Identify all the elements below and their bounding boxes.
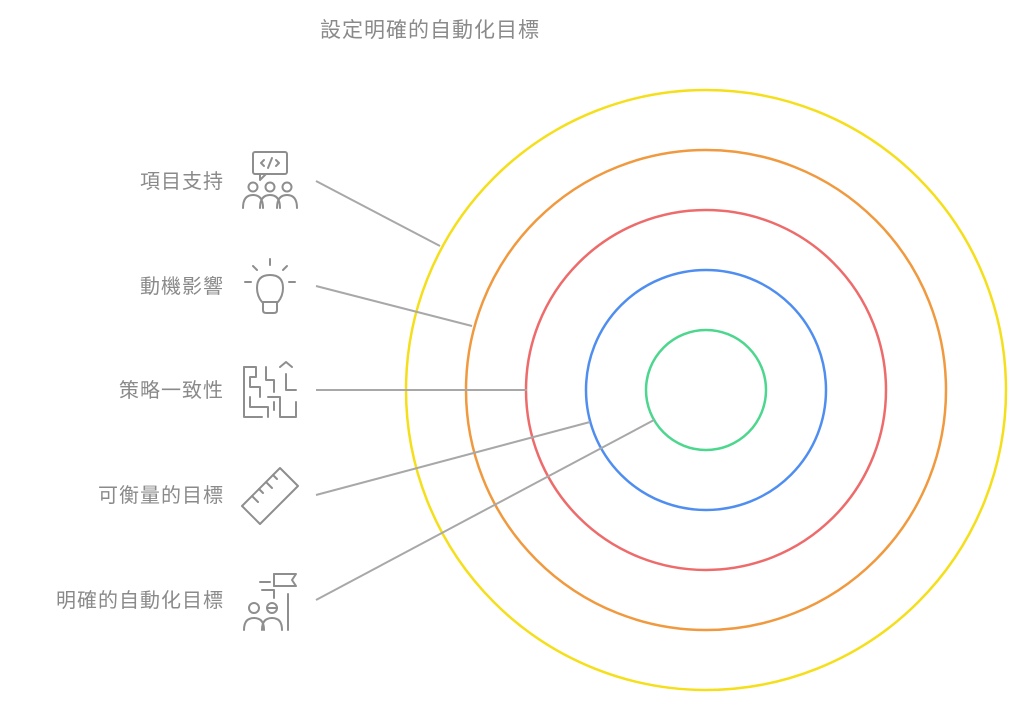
ruler-icon bbox=[241, 467, 299, 525]
label-measurable-goals: 可衡量的目標 bbox=[98, 483, 224, 507]
connector-clear-automation-goal bbox=[315, 419, 655, 601]
connector-motivation-impact bbox=[315, 285, 473, 327]
ring-clear-automation-goal bbox=[644, 328, 768, 452]
team-code-icon bbox=[242, 151, 298, 209]
diagram-title: 設定明確的自動化目標 bbox=[320, 18, 540, 42]
goal-flag-icon bbox=[243, 573, 297, 631]
ring-measurable-goals bbox=[584, 268, 828, 512]
ring-motivation-impact bbox=[464, 148, 948, 632]
connector-project-support bbox=[315, 180, 441, 247]
label-strategic-alignment: 策略一致性 bbox=[119, 378, 224, 402]
label-motivation-impact: 動機影響 bbox=[140, 274, 224, 298]
label-clear-automation-goal: 明確的自動化目標 bbox=[56, 588, 224, 612]
lightbulb-icon bbox=[244, 258, 296, 314]
connector-measurable-goals bbox=[315, 421, 591, 496]
maze-icon bbox=[243, 361, 297, 418]
label-project-support: 項目支持 bbox=[140, 169, 224, 193]
ring-strategic-alignment bbox=[524, 208, 888, 572]
